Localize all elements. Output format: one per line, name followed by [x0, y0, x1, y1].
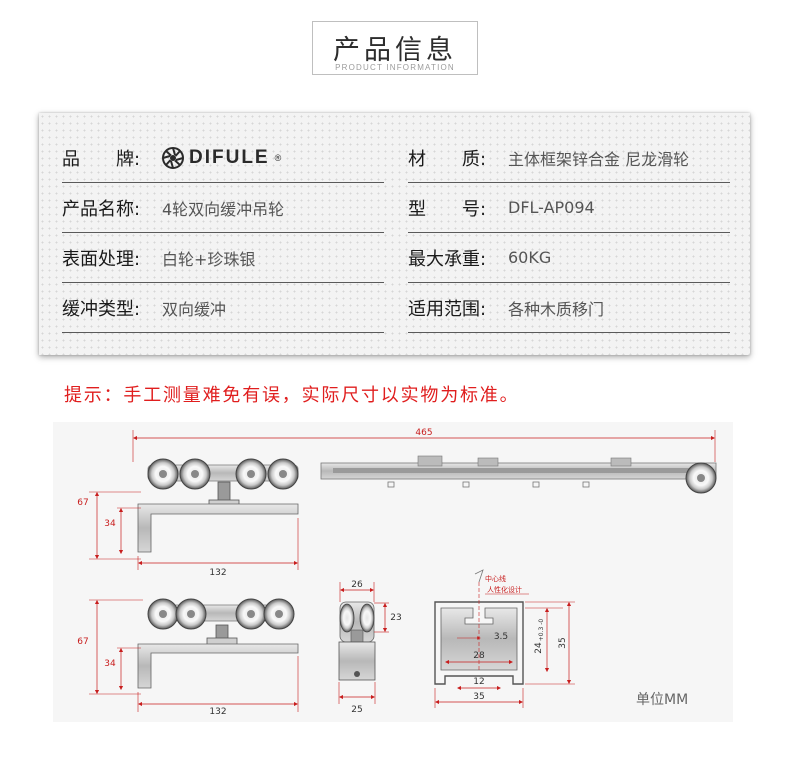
dim-width-26: 26	[351, 580, 363, 590]
hanger-front-dimensions: 26 23 25	[338, 580, 402, 715]
dim-3-5: 3.5	[494, 632, 508, 642]
spec-label: 品 牌:	[62, 148, 141, 170]
measurement-notice: 提示：手工测量难免有误，实际尺寸以实物为标准。	[64, 385, 520, 406]
dim-total-length: 465	[415, 428, 432, 438]
spec-row-name: 产品名称: 4轮双向缓冲吊轮	[62, 183, 384, 233]
spec-label: 最大承重:	[408, 248, 487, 270]
dim-base-132: 132	[209, 707, 226, 717]
technical-drawing: 465 67 34 132 67 34	[53, 422, 733, 722]
brand-logo: DIFULE ®	[162, 146, 282, 169]
spec-label: 缓冲类型:	[62, 298, 141, 320]
spec-row-usage: 适用范围: 各种木质移门	[408, 283, 730, 333]
spec-row-buffer: 缓冲类型: 双向缓冲	[62, 283, 384, 333]
spec-label: 产品名称:	[62, 198, 141, 220]
unit-label: 单位MM	[636, 692, 689, 708]
dim-height-23: 23	[390, 613, 401, 623]
dim-35-bottom: 35	[473, 692, 484, 702]
dim-12: 12	[473, 677, 484, 687]
top-dimensions: 465 67 34 132	[77, 428, 716, 578]
spec-row-material: 材 质: 主体框架锌合金 尼龙滑轮	[408, 133, 730, 183]
spec-row-model: 型 号: DFL-AP094	[408, 183, 730, 233]
spec-label: 材 质:	[408, 148, 487, 170]
spec-label: 表面处理:	[62, 248, 141, 270]
dim-height-67: 67	[77, 498, 88, 508]
spec-row-brand: 品 牌: DIFULE ®	[62, 133, 384, 183]
dim-35-side: 35	[558, 637, 568, 648]
spec-row-load: 最大承重: 60KG	[408, 233, 730, 283]
section-subtitle: PRODUCT INFORMATION	[335, 63, 455, 72]
dim-28: 28	[473, 651, 485, 661]
registered-mark: ®	[274, 152, 282, 163]
hanger-side-dimensions: 67 34 132	[77, 599, 299, 717]
hanger-front-view	[338, 601, 376, 681]
brand-logo-text: DIFULE	[189, 146, 270, 168]
spec-value: 各种木质移门	[508, 299, 605, 319]
dim-width-25: 25	[351, 705, 362, 715]
dim-height-34: 34	[104, 519, 116, 529]
section-title-box: 产品信息 PRODUCT INFORMATION	[312, 21, 478, 75]
spec-value: 4轮双向缓冲吊轮	[162, 199, 285, 219]
dim-base-132: 132	[209, 568, 226, 578]
spec-value: 双向缓冲	[162, 299, 227, 319]
spec-value: DFL-AP094	[508, 198, 595, 217]
hanger-side-view	[137, 598, 299, 689]
spec-value: 白轮+珍珠银	[162, 249, 256, 269]
dim-24: 24	[534, 642, 544, 654]
dim-height-67: 67	[77, 637, 88, 647]
rail-profile-dimensions: 中心线 人性化设计 3.5 28 12 35 24 +0.3 -0 35	[434, 574, 575, 708]
section-title: 产品信息	[333, 35, 457, 66]
spec-row-surface: 表面处理: 白轮+珍珠银	[62, 233, 384, 283]
brand-logo-icon	[162, 146, 184, 169]
full-assembly-view	[137, 455, 717, 553]
center-line-note: 中心线	[485, 574, 506, 583]
dim-24-tolerance: +0.3 -0	[538, 619, 545, 642]
spec-label: 型 号:	[408, 198, 487, 220]
spec-value: 主体框架锌合金 尼龙滑轮	[508, 149, 690, 169]
ergonomic-note: 人性化设计	[487, 585, 522, 594]
product-info-panel: 品 牌: DIFULE ® 产品名称: 4轮双向缓冲吊轮 表面处理: 白轮+珍珠…	[39, 113, 750, 355]
dim-height-34: 34	[104, 659, 116, 669]
spec-label: 适用范围:	[408, 298, 487, 320]
spec-value: 60KG	[508, 248, 552, 267]
